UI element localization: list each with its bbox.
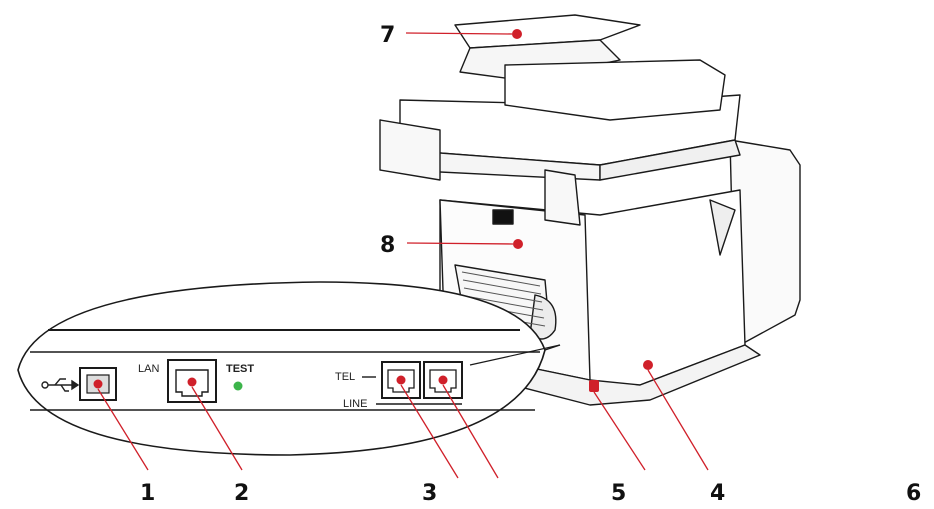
usb-port	[79, 367, 117, 401]
callout-5: 5	[611, 481, 626, 506]
callout-4: 4	[710, 481, 725, 506]
leader-lines	[97, 32, 709, 479]
callout-6: 6	[906, 481, 921, 506]
callout-1: 1	[140, 481, 155, 506]
callout-3: 3	[422, 481, 437, 506]
line-port	[423, 361, 463, 399]
marker-8	[513, 239, 523, 249]
line-label: LINE	[343, 398, 367, 410]
marker-4	[643, 360, 653, 370]
lan-label: LAN	[138, 363, 159, 375]
connector-panel-zoom: LAN TEST TEL LINE	[17, 281, 561, 456]
tel-port	[381, 361, 421, 399]
usb-icon	[41, 378, 80, 392]
printer-markers	[512, 29, 653, 392]
marker-7	[512, 29, 522, 39]
callout-7: 7	[380, 23, 395, 48]
test-label: TEST	[226, 363, 254, 375]
test-led-indicator	[233, 381, 243, 391]
callout-2: 2	[234, 481, 249, 506]
callout-8: 8	[380, 233, 395, 258]
tel-label: TEL	[335, 371, 355, 383]
lan-port	[167, 359, 217, 403]
marker-5	[589, 380, 599, 392]
